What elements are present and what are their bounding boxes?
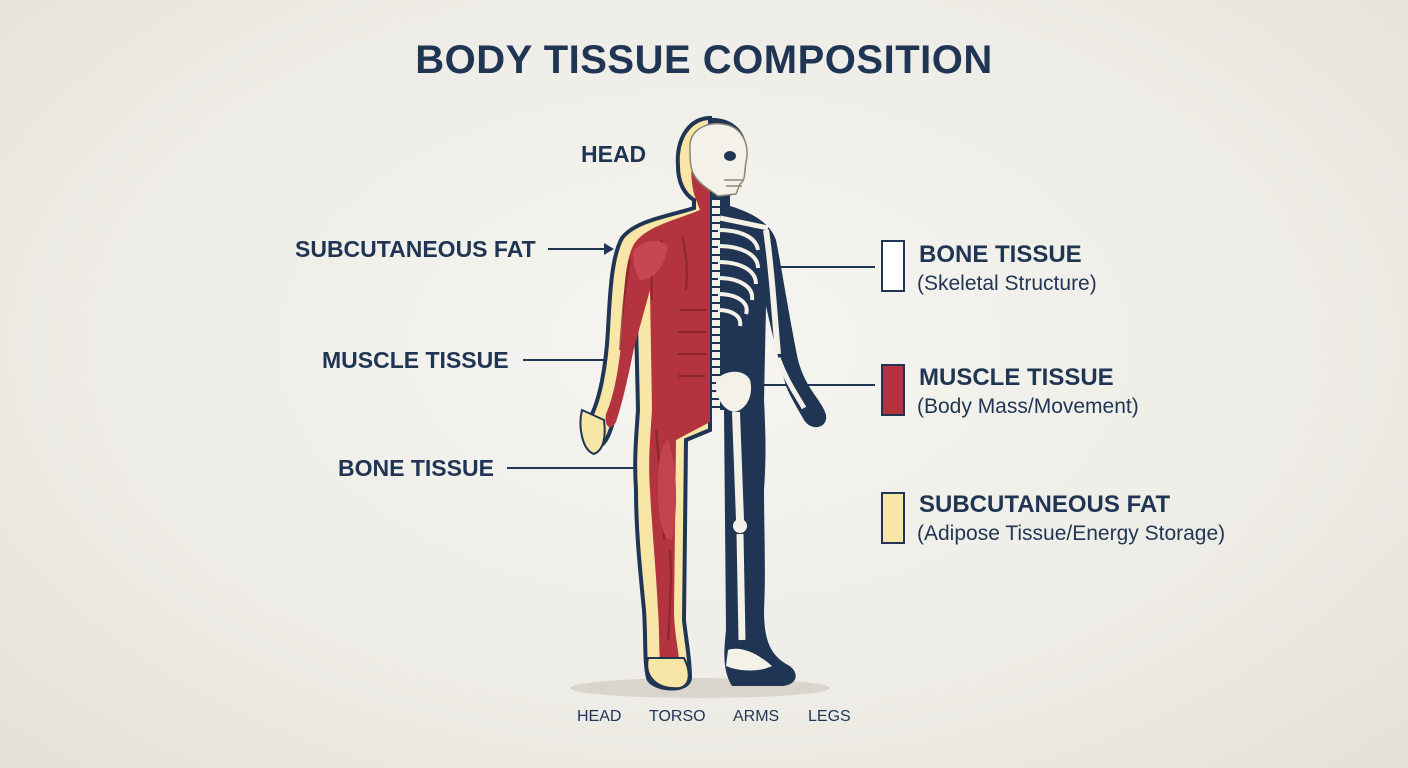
leader-subcutaneous-fat bbox=[548, 248, 604, 250]
arrowhead-subcutaneous-fat bbox=[604, 243, 614, 255]
leader-muscle-tissue bbox=[523, 359, 611, 361]
legend-subtitle-fat: (Adipose Tissue/Energy Storage) bbox=[917, 522, 1226, 545]
leader-legend-muscle bbox=[762, 384, 875, 386]
leader-bone-tissue bbox=[507, 467, 677, 469]
label-muscle-tissue: MUSCLE TISSUE bbox=[322, 347, 509, 373]
bottom-label-head: HEAD bbox=[577, 708, 622, 725]
legend-title-fat: SUBCUTANEOUS FAT bbox=[919, 491, 1171, 518]
label-subcutaneous-fat: SUBCUTANEOUS FAT bbox=[295, 236, 536, 262]
body-figure bbox=[570, 116, 830, 698]
legend-title-muscle: MUSCLE TISSUE bbox=[919, 364, 1114, 391]
legend-swatch-fat bbox=[881, 492, 905, 544]
leader-legend-bone bbox=[770, 266, 875, 268]
legend-swatch-muscle bbox=[881, 364, 905, 416]
muscle-layer bbox=[605, 140, 710, 675]
left-hand-foot bbox=[579, 408, 690, 690]
skull bbox=[689, 122, 748, 197]
bottom-label-legs: LEGS bbox=[808, 708, 851, 725]
legend-swatch-bone bbox=[881, 240, 905, 292]
page-title: BODY TISSUE COMPOSITION bbox=[415, 38, 993, 82]
label-head: HEAD bbox=[581, 141, 647, 167]
bottom-label-arms: ARMS bbox=[733, 708, 780, 725]
bottom-label-torso: TORSO bbox=[649, 708, 706, 725]
legend-title-bone: BONE TISSUE bbox=[919, 241, 1082, 268]
skeleton bbox=[712, 200, 807, 671]
legend-subtitle-bone: (Skeletal Structure) bbox=[917, 272, 1097, 295]
label-bone-tissue: BONE TISSUE bbox=[338, 455, 494, 481]
legend-subtitle-muscle: (Body Mass/Movement) bbox=[917, 395, 1139, 418]
